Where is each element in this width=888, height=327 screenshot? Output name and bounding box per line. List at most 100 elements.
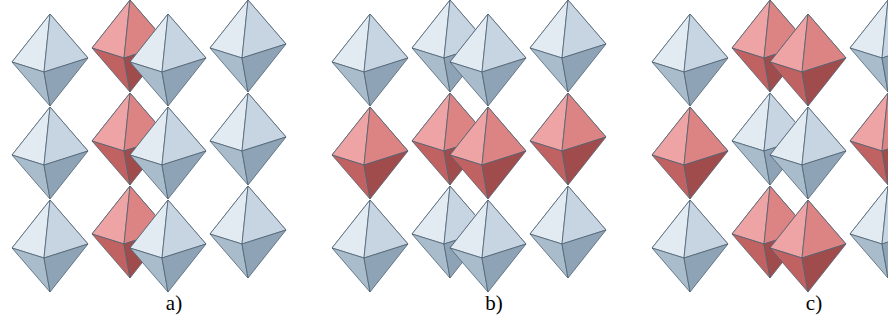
octahedron-face [12,200,50,258]
octahedron-face [882,44,888,92]
octahedron-face [850,0,888,58]
octahedron [850,0,888,92]
octahedron-face [332,107,370,165]
octahedron-face [44,151,88,199]
octahedron-face [850,93,888,151]
octahedron-face [92,234,130,278]
octahedron-face [652,107,690,165]
octahedron-face [92,0,130,58]
octahedron-face [652,155,690,199]
octahedron [210,0,286,92]
octahedron-face [732,234,770,278]
octahedron-face [850,141,888,185]
octahedron [850,186,888,278]
octahedra-panel [652,0,888,292]
octahedron [530,0,606,92]
octahedron-face [130,14,168,72]
octahedron-face [882,186,888,244]
octahedron-face [450,62,488,106]
octahedron-face [242,230,286,278]
octahedron-face [332,62,370,106]
octahedron-face [732,93,770,151]
octahedron-face [770,200,808,258]
octahedron-face [130,248,168,292]
octahedron-face [332,248,370,292]
octahedron-face [242,44,286,92]
octahedron-face [12,155,50,199]
octahedron-face [92,48,130,92]
octahedron-face [210,234,248,278]
octahedron-face [450,107,488,165]
octahedron-face [732,141,770,185]
octahedron-face [412,186,450,244]
octahedron-face [882,0,888,58]
octahedron-face [130,62,168,106]
octahedron-face [482,58,526,106]
octahedron [850,93,888,185]
octahedron [770,200,846,292]
octahedron [12,107,88,199]
octahedron [450,14,526,106]
octahedron-face [44,58,88,106]
octahedra-panel [12,0,286,292]
octahedron-face [412,0,450,58]
octahedron-face [530,0,568,58]
octahedron-face [412,234,450,278]
octahedra-panel [332,0,606,292]
octahedron [130,107,206,199]
octahedron-face [412,141,450,185]
octahedron-face [242,137,286,185]
octahedron-face [652,248,690,292]
octahedron [530,186,606,278]
octahedron-face [482,244,526,292]
octahedron [130,200,206,292]
octahedron-face [530,141,568,185]
octahedron-face [450,14,488,72]
octahedron-face [684,58,728,106]
octahedron [130,14,206,106]
octahedron [652,200,728,292]
octahedron-face [882,93,888,151]
octahedron-face [652,14,690,72]
octahedron [12,14,88,106]
octahedron-face [562,137,606,185]
octahedron [210,186,286,278]
octahedron-face [130,155,168,199]
octahedron-face [332,14,370,72]
octahedron [530,93,606,185]
octahedron-face [364,58,408,106]
octahedron-face [684,151,728,199]
octahedron [652,107,728,199]
octahedron-face [364,244,408,292]
octahedron-face [732,186,770,244]
octahedron-face [482,151,526,199]
octahedron-face [770,248,808,292]
octahedron-face [92,141,130,185]
octahedron [332,200,408,292]
octahedron-face [210,186,248,244]
octahedron-face [530,234,568,278]
octahedron-face [364,151,408,199]
octahedron-face [802,244,846,292]
panel-label: c) [806,291,822,316]
octahedron [332,14,408,106]
octahedron-face [162,244,206,292]
octahedron-face [450,155,488,199]
octahedron-face [332,155,370,199]
octahedron-face [770,107,808,165]
octahedron-face [770,155,808,199]
octahedron-face [562,44,606,92]
octahedron-face [530,48,568,92]
octahedron-face [530,186,568,244]
octahedron [652,14,728,106]
octahedron-face [12,62,50,106]
octahedron-face [530,93,568,151]
octahedron-face [882,137,888,185]
octahedron-face [210,93,248,151]
octahedron-face [210,0,248,58]
octahedron-face [162,58,206,106]
octahedron [770,107,846,199]
octahedron-face [44,244,88,292]
